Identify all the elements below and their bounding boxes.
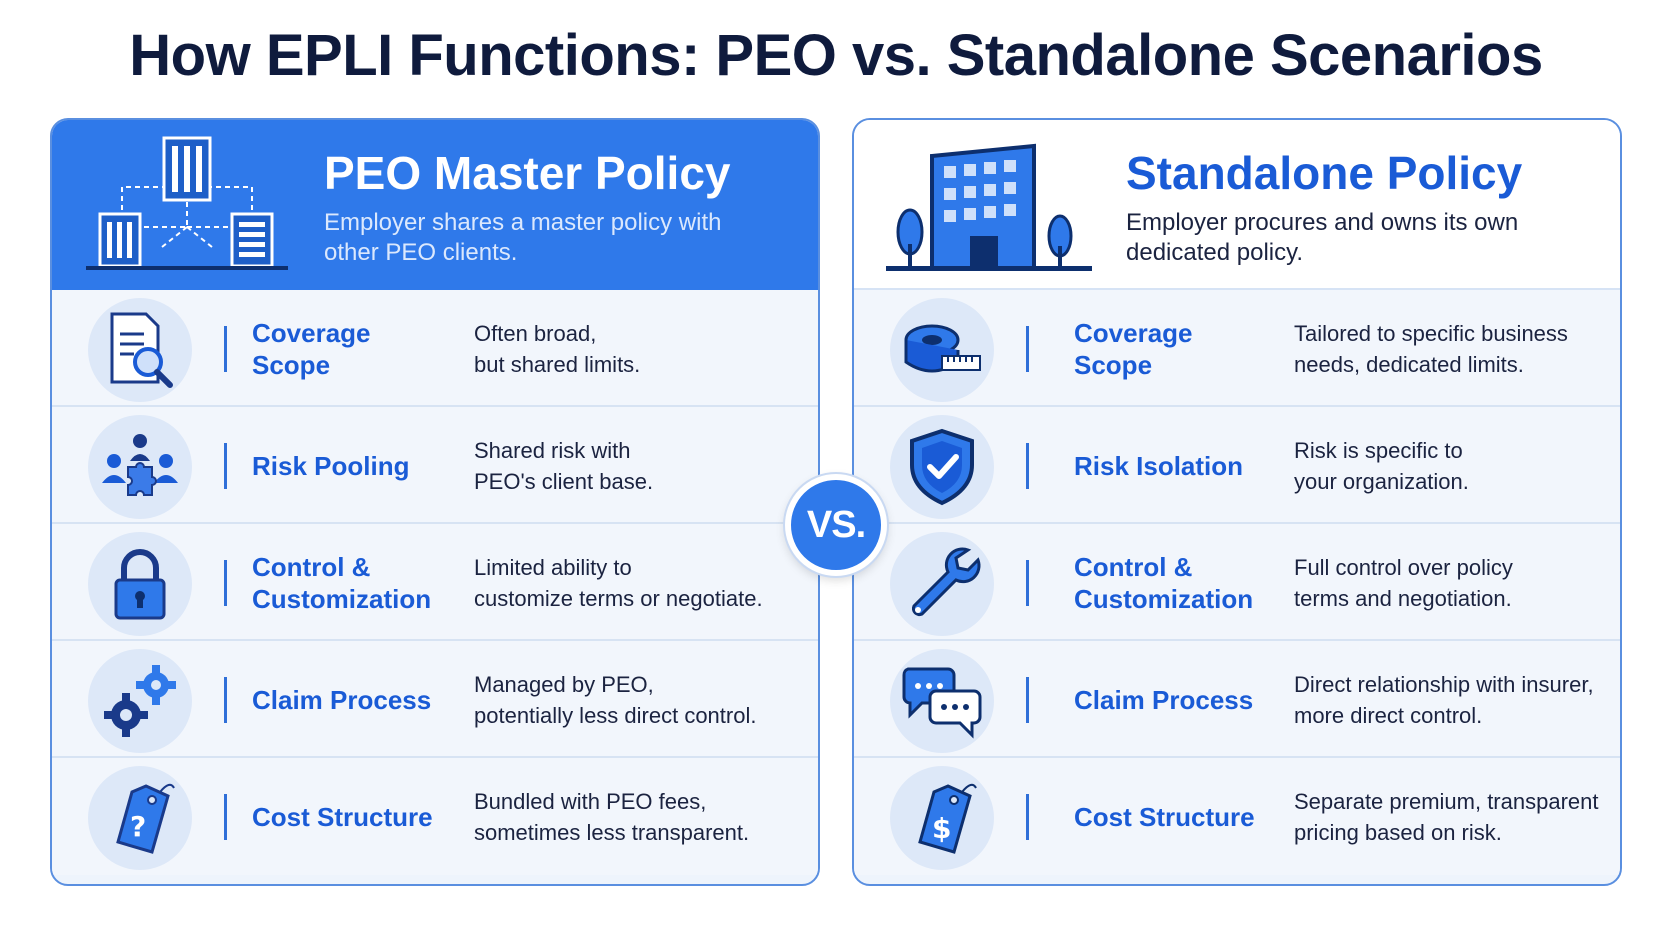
standalone-title: Standalone Policy	[1126, 147, 1523, 199]
standalone-row-cost-structure: $ Cost Structure Separate premium, trans…	[854, 758, 1620, 875]
padlock-icon	[114, 549, 166, 620]
peo-desc-claim-process: Managed by PEO, potentially less direct …	[474, 671, 757, 728]
svg-text:?: ?	[130, 810, 146, 843]
standalone-row-risk-isolation: Risk Isolation Risk is specific to your …	[854, 407, 1620, 524]
standalone-row-coverage-scope: Coverage Scope Tailored to specific busi…	[854, 290, 1620, 407]
page-title: How EPLI Functions: PEO vs. Standalone S…	[129, 23, 1543, 88]
shield-check-icon	[910, 428, 974, 506]
standalone-desc-risk-isolation: Risk is specific to your organization.	[1294, 437, 1469, 494]
price-tag-question-icon: ?	[116, 783, 175, 854]
svg-text:$: $	[932, 812, 951, 845]
peo-label-risk-pooling: Risk Pooling	[252, 450, 410, 481]
peo-label-cost-structure: Cost Structure	[252, 801, 433, 832]
standalone-panel: Standalone Policy Employer procures and …	[852, 118, 1622, 886]
standalone-desc-coverage-scope: Tailored to specific business needs, ded…	[1294, 320, 1568, 377]
peo-label-coverage-scope: Coverage Scope	[252, 317, 371, 380]
gears-icon	[104, 665, 176, 737]
standalone-row-control: Control & Customization Full control ove…	[854, 524, 1620, 641]
peo-desc-control: Limited ability to customize terms or ne…	[474, 554, 763, 611]
peo-row-cost-structure: ? Cost Structure Bundled with PEO fees, …	[52, 758, 818, 875]
chat-bubbles-icon	[902, 667, 982, 739]
peo-panel-header: PEO Master Policy Employer shares a mast…	[52, 120, 818, 290]
measuring-tape-icon	[904, 324, 981, 373]
standalone-label-risk-isolation: Risk Isolation	[1074, 450, 1244, 481]
standalone-desc-control: Full control over policy terms and negot…	[1294, 554, 1513, 611]
vs-badge: VS.	[785, 474, 887, 576]
peo-label-claim-process: Claim Process	[252, 684, 432, 715]
standalone-subtitle: Employer procures and owns its own dedic…	[1126, 209, 1519, 266]
peo-panel: PEO Master Policy Employer shares a mast…	[50, 118, 820, 886]
peo-row-risk-pooling: Risk Pooling Shared risk with PEO's clie…	[52, 407, 818, 524]
price-tag-dollar-icon: $	[918, 783, 977, 854]
standalone-row-claim-process: Claim Process Direct relationship with i…	[854, 641, 1620, 758]
standalone-label-cost-structure: Cost Structure	[1074, 801, 1255, 832]
wrench-icon	[911, 547, 981, 617]
standalone-label-claim-process: Claim Process	[1074, 684, 1254, 715]
connected-buildings-icon	[86, 136, 288, 270]
peo-row-claim-process: Claim Process Managed by PEO, potentiall…	[52, 641, 818, 758]
standalone-desc-cost-structure: Separate premium, transparent pricing ba…	[1294, 788, 1599, 845]
peo-title: PEO Master Policy	[324, 147, 731, 199]
peo-desc-cost-structure: Bundled with PEO fees, sometimes less tr…	[474, 788, 750, 845]
office-building-icon	[886, 143, 1092, 271]
peo-desc-coverage-scope: Often broad, but shared limits.	[474, 320, 641, 377]
peo-row-coverage-scope: Coverage Scope Often broad, but shared l…	[52, 290, 818, 407]
peo-label-control: Control & Customization	[252, 551, 432, 614]
peo-desc-risk-pooling: Shared risk with PEO's client base.	[474, 437, 654, 494]
standalone-desc-claim-process: Direct relationship with insurer, more d…	[1294, 671, 1594, 728]
document-search-icon	[110, 312, 173, 388]
peo-row-control: Control & Customization Limited ability …	[52, 524, 818, 641]
standalone-panel-header: Standalone Policy Employer procures and …	[854, 120, 1620, 290]
standalone-label-control: Control & Customization	[1074, 551, 1254, 614]
standalone-label-coverage-scope: Coverage Scope	[1074, 317, 1193, 380]
people-puzzle-icon	[102, 434, 178, 496]
peo-subtitle: Employer shares a master policy with oth…	[324, 209, 722, 266]
